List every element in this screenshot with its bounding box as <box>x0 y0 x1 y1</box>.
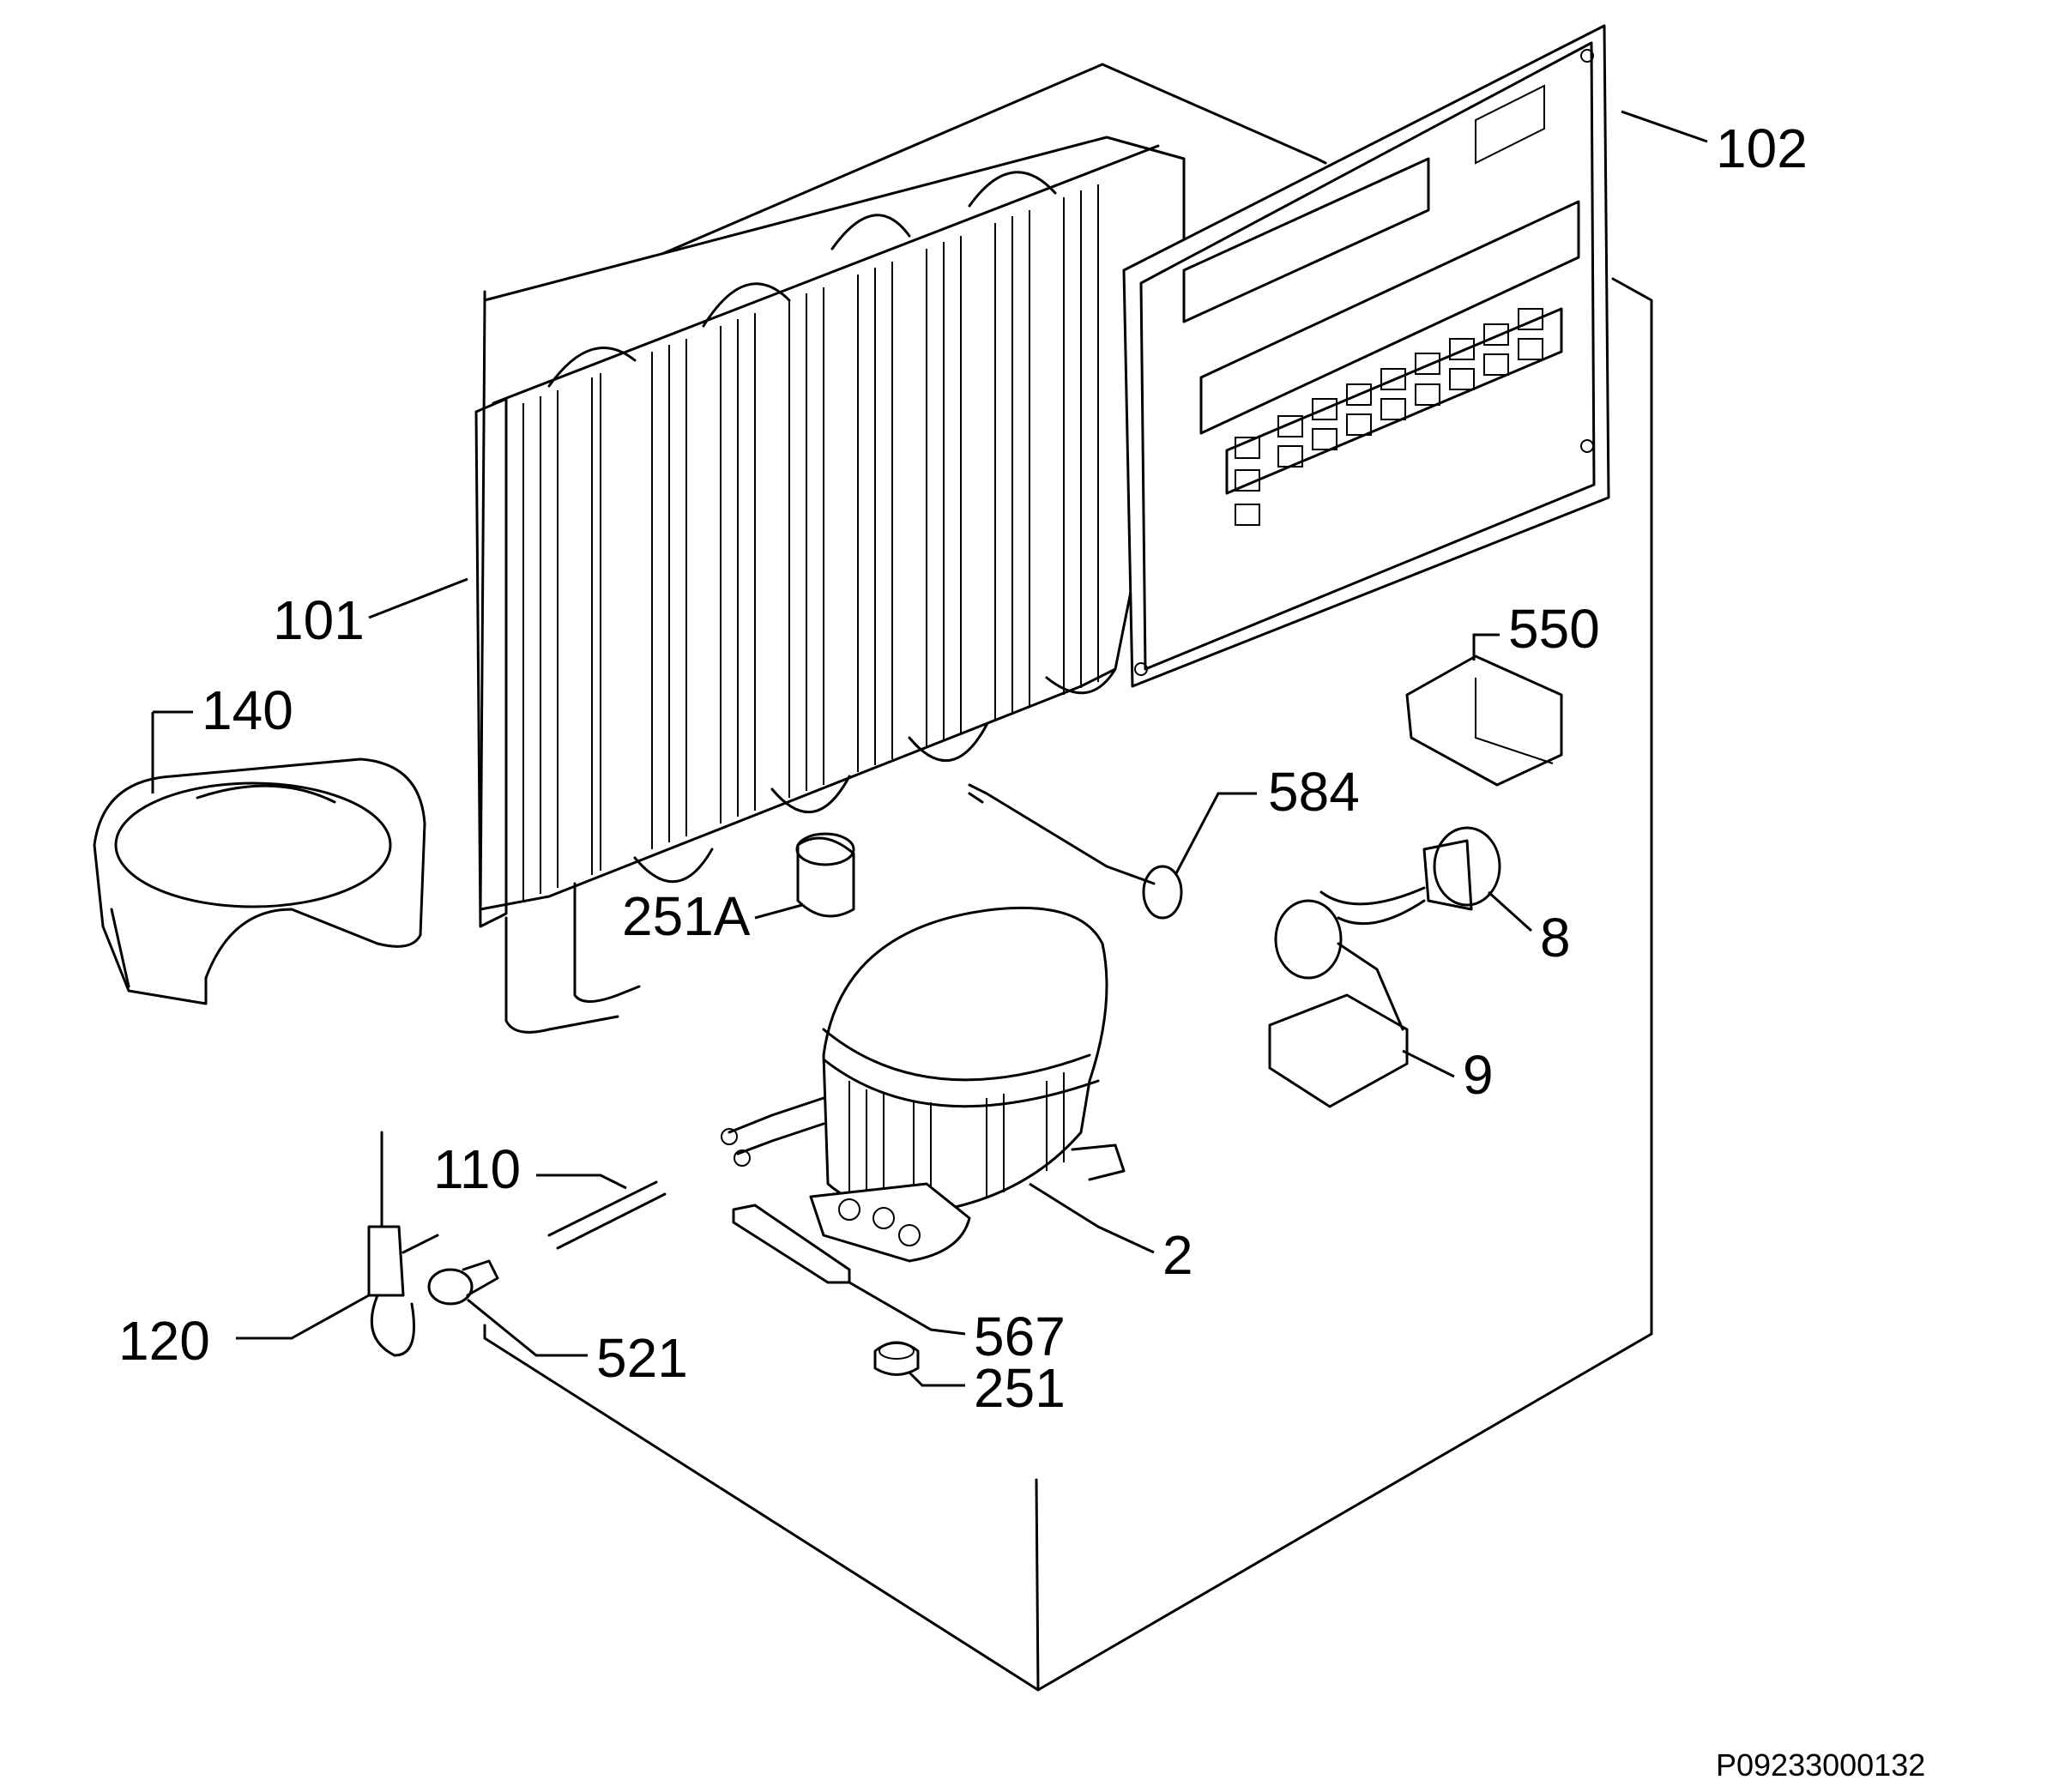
leader-251 <box>908 1371 965 1387</box>
callout-140: 140 <box>202 679 293 741</box>
relay-part <box>1268 899 1409 1108</box>
callout-110: 110 <box>433 1138 521 1200</box>
filter-part <box>367 1131 439 1357</box>
drip-tray-part <box>93 757 426 1005</box>
leader-584 <box>1174 792 1257 876</box>
leader-120 <box>236 1294 370 1340</box>
leader-9 <box>1402 1049 1455 1078</box>
callout-8: 8 <box>1540 907 1571 968</box>
control-panel-part <box>1122 24 1610 688</box>
grommet-a-part <box>795 832 855 918</box>
leader-102 <box>1621 110 1708 143</box>
callout-251: 251 <box>974 1357 1066 1419</box>
callout-584: 584 <box>1268 761 1360 823</box>
leader-521 <box>467 1298 588 1357</box>
compressor-shading <box>848 1072 1065 1205</box>
callout-2: 2 <box>1162 1224 1193 1286</box>
leader-567 <box>848 1281 966 1336</box>
drier-part <box>427 1259 499 1306</box>
callout-567: 567 <box>974 1306 1066 1367</box>
callout-120: 120 <box>118 1310 210 1372</box>
leader-251a <box>754 903 803 920</box>
callout-labels: 102 101 140 550 584 251A 8 9 110 2 120 5… <box>118 118 1808 1419</box>
leader-8 <box>1487 890 1533 932</box>
condenser-part <box>474 136 1186 1034</box>
callout-9: 9 <box>1463 1044 1494 1106</box>
callout-521: 521 <box>596 1327 688 1389</box>
grommet-part <box>873 1341 920 1376</box>
sensor-part <box>968 783 1183 920</box>
clip-part <box>1405 655 1563 787</box>
leader-550 <box>1472 633 1500 661</box>
leader-lines <box>151 110 1708 1387</box>
pipe-part <box>547 1180 667 1250</box>
leader-2 <box>1029 1182 1155 1254</box>
thermostat-part <box>1319 826 1501 926</box>
reference-code: P09233000132 <box>1716 1747 1925 1783</box>
leader-101 <box>368 577 468 619</box>
callout-550: 550 <box>1508 598 1600 660</box>
callout-101: 101 <box>273 589 365 651</box>
callout-102: 102 <box>1716 118 1808 179</box>
callout-251a: 251A <box>622 885 751 947</box>
key-grid <box>1235 308 1543 526</box>
compressor-part <box>721 906 1126 1263</box>
leader-110 <box>536 1174 627 1190</box>
